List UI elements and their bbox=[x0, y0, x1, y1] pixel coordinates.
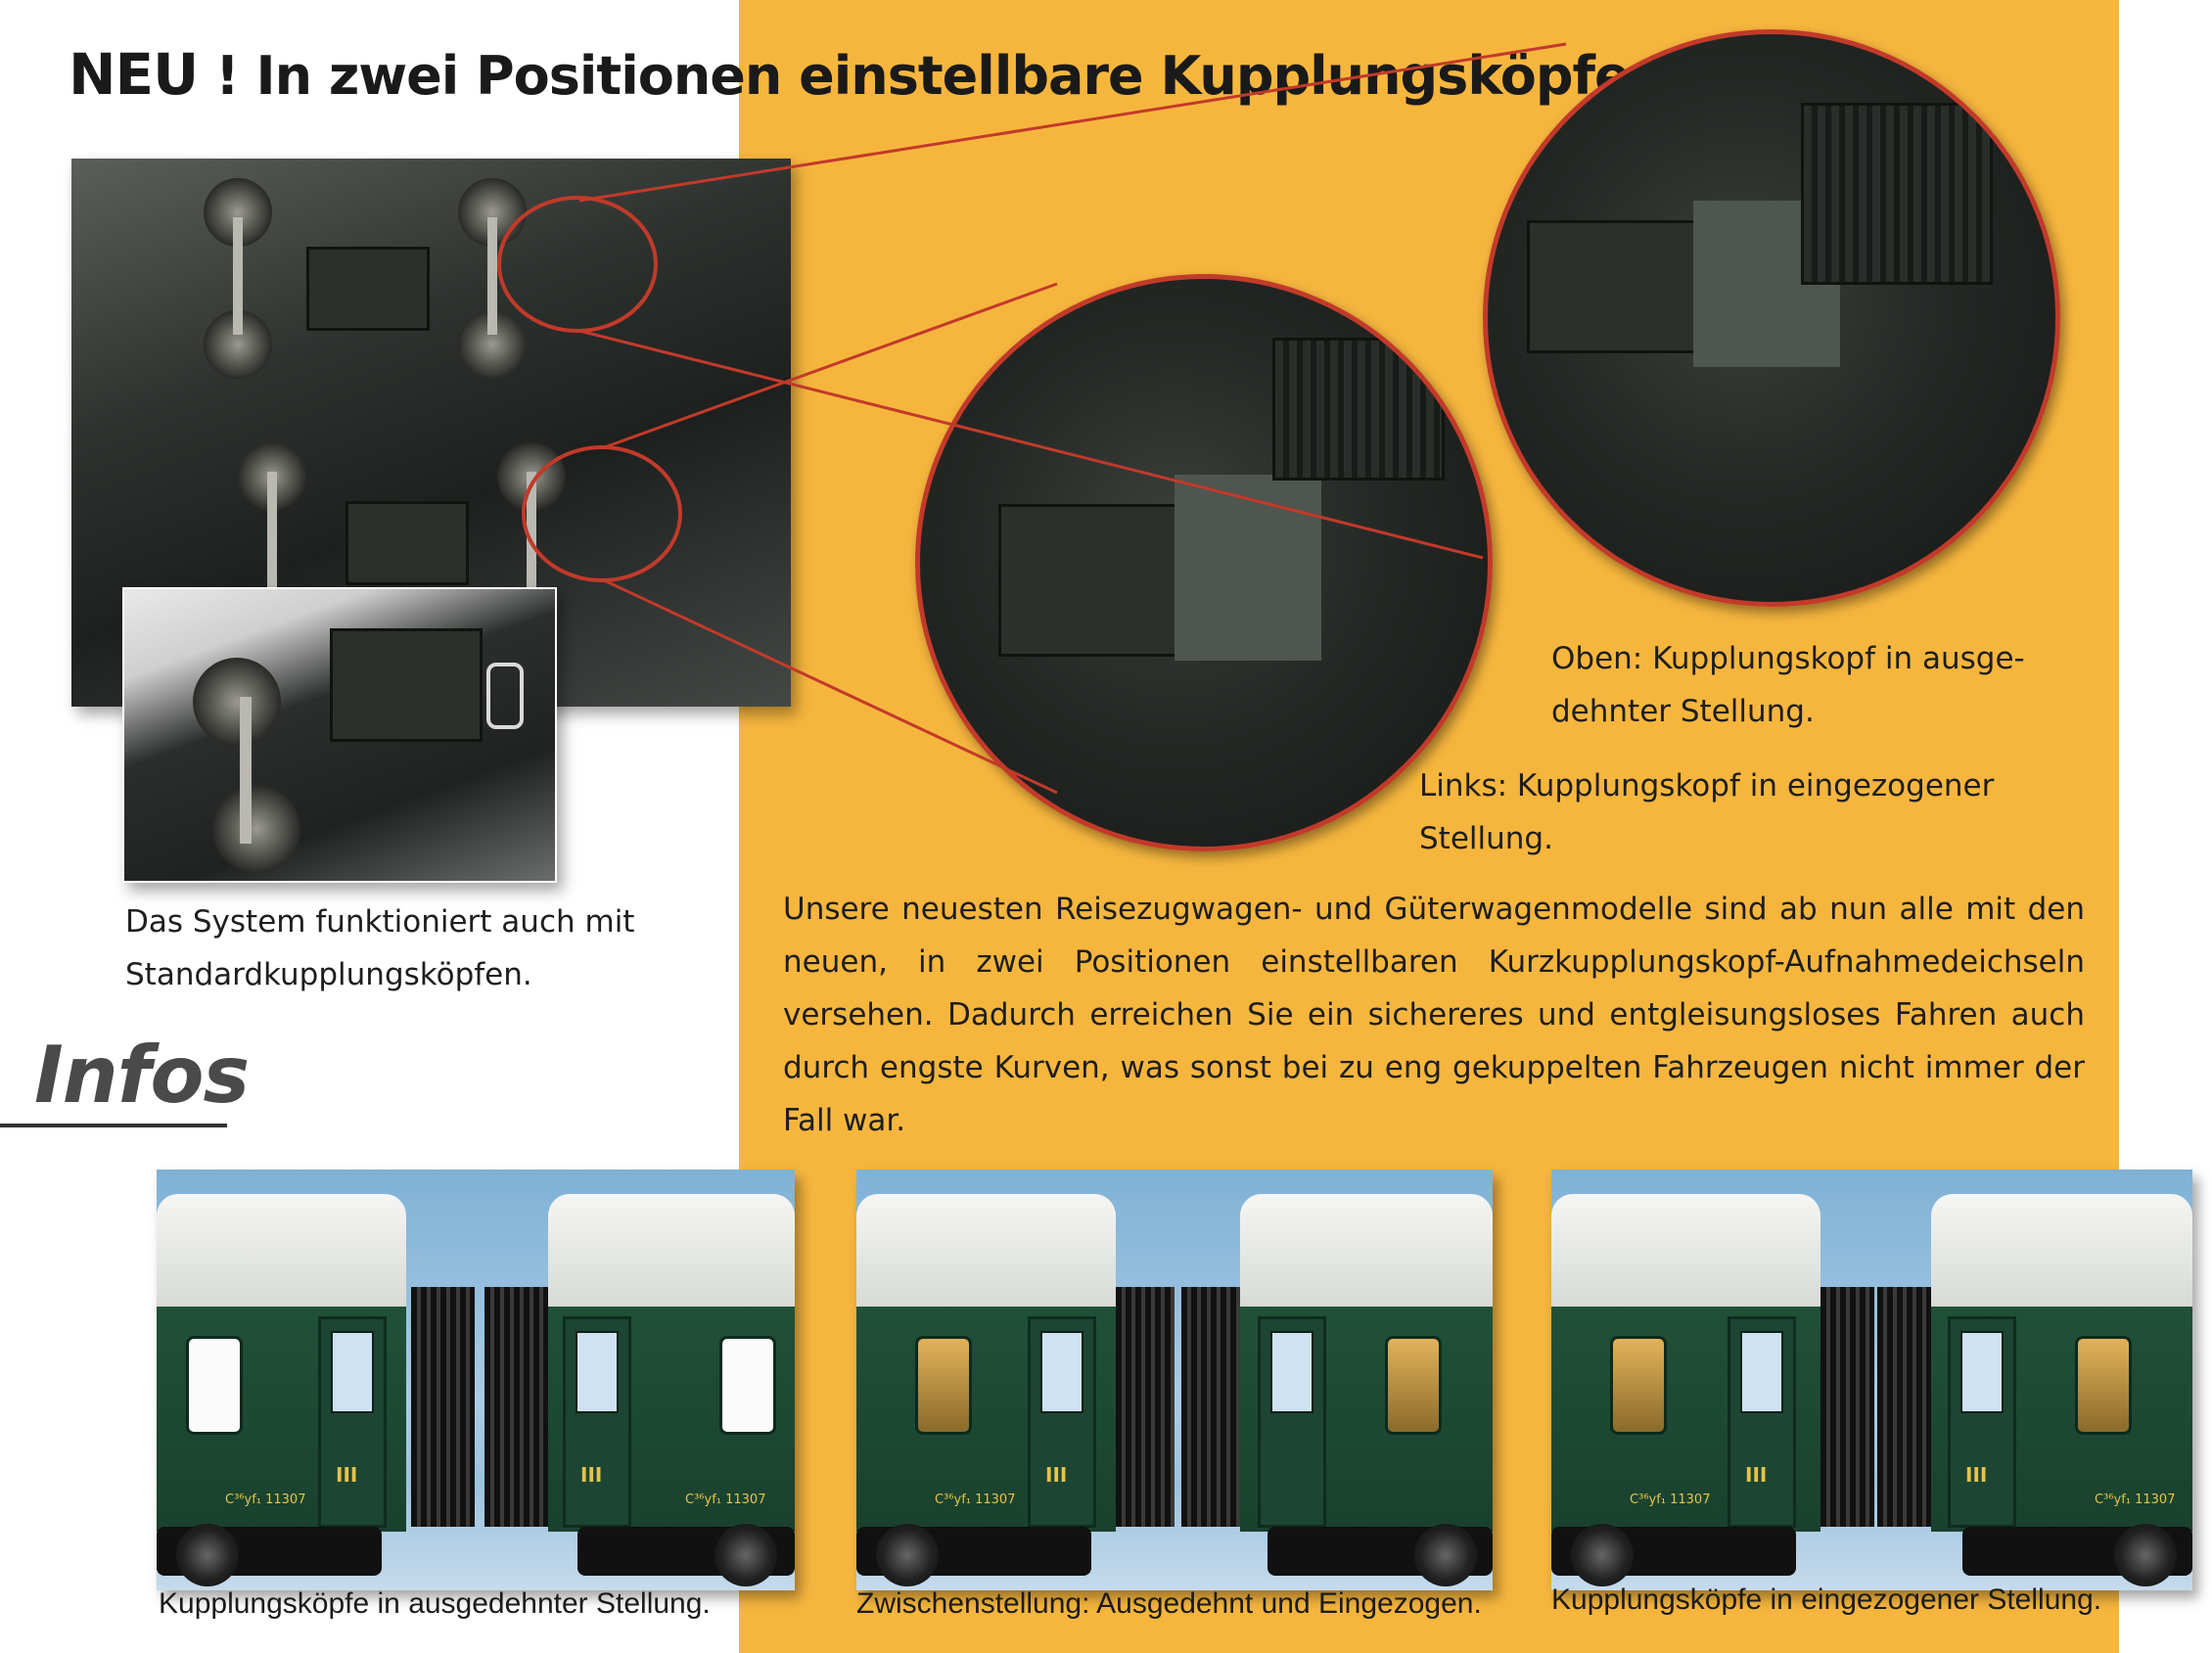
wheel bbox=[212, 785, 300, 873]
coach-wheel bbox=[1571, 1524, 1634, 1586]
coach-marking: C³⁶yf₁ 11307 bbox=[1630, 1492, 1711, 1507]
caption-line: Standardkupplungsköpfen. bbox=[125, 957, 532, 992]
caption-line: Oben: Kupplungskopf in ausge- bbox=[1551, 641, 2025, 676]
axle bbox=[233, 217, 243, 335]
coach-caption-retracted: Kupplungsköpfe in eingezogener Stellung. bbox=[1551, 1584, 2102, 1616]
coach-door bbox=[1028, 1316, 1096, 1528]
coach-wheel bbox=[1414, 1524, 1477, 1586]
coach-door bbox=[318, 1316, 387, 1528]
class-numeral: III bbox=[1965, 1463, 1988, 1487]
coach-window bbox=[915, 1336, 972, 1435]
coach-caption-extended: Kupplungsköpfe in ausgedehnter Stellung. bbox=[159, 1587, 711, 1620]
coach-roof bbox=[1240, 1194, 1493, 1311]
coach-marking: C³⁶yf₁ 11307 bbox=[2095, 1492, 2176, 1507]
coach-roof bbox=[548, 1194, 795, 1311]
coach-door bbox=[1728, 1316, 1796, 1528]
coach-window bbox=[1385, 1336, 1442, 1435]
coach-roof bbox=[1551, 1194, 1820, 1311]
coach-bellows bbox=[411, 1287, 475, 1527]
coach-bellows bbox=[1877, 1287, 1931, 1527]
coach-roof bbox=[157, 1194, 406, 1311]
coach-wheel bbox=[2114, 1524, 2177, 1586]
extended-coupler-closeup bbox=[1483, 29, 2060, 607]
coach-roof bbox=[1931, 1194, 2192, 1311]
coach-bellows bbox=[1116, 1287, 1175, 1527]
caption-line: Stellung. bbox=[1419, 821, 1553, 856]
coach-window bbox=[1610, 1336, 1667, 1435]
coach-caption-intermediate: Zwischenstellung: Ausgedehnt und Eingezo… bbox=[856, 1587, 1482, 1620]
headline: NEU ! In zwei Positionen einstellbare Ku… bbox=[69, 41, 1635, 108]
headline-neu: NEU bbox=[69, 41, 199, 108]
standard-coupler-photo bbox=[122, 587, 557, 883]
door-window bbox=[1040, 1331, 1083, 1413]
infos-heading: Infos bbox=[34, 1030, 250, 1121]
caption-extended: Oben: Kupplungskopf in ausge- dehnter St… bbox=[1551, 632, 2025, 738]
coach-wheel bbox=[876, 1524, 939, 1586]
coach-window bbox=[2075, 1336, 2132, 1435]
underframe-block bbox=[346, 501, 469, 585]
body-paragraph: Unsere neuesten Reisezugwagen- und Güter… bbox=[783, 892, 2085, 1138]
coach-bellows bbox=[1181, 1287, 1240, 1527]
caption-line: dehnter Stellung. bbox=[1551, 694, 1815, 729]
coach-door bbox=[1948, 1316, 2016, 1528]
door-window bbox=[1960, 1331, 2004, 1413]
coupler-hook bbox=[486, 663, 524, 729]
class-numeral: III bbox=[1045, 1463, 1068, 1487]
axle bbox=[487, 217, 497, 335]
coach-window bbox=[719, 1336, 776, 1435]
coach-bellows bbox=[484, 1287, 548, 1527]
coach-marking: C³⁶yf₁ 11307 bbox=[225, 1492, 306, 1507]
buffer-housing bbox=[1801, 103, 1993, 285]
door-window bbox=[1740, 1331, 1783, 1413]
door-window bbox=[331, 1331, 374, 1413]
coach-photo-intermediate: III C³⁶yf₁ 11307 bbox=[856, 1170, 1493, 1590]
coach-roof bbox=[856, 1194, 1116, 1311]
class-numeral: III bbox=[580, 1463, 603, 1487]
coach-door bbox=[1258, 1316, 1326, 1528]
class-numeral: III bbox=[1745, 1463, 1768, 1487]
coach-door bbox=[563, 1316, 631, 1528]
coach-marking: C³⁶yf₁ 11307 bbox=[935, 1492, 1016, 1507]
coach-photo-retracted: III C³⁶yf₁ 11307 III C³⁶yf₁ 11307 bbox=[1551, 1170, 2192, 1590]
axle bbox=[240, 697, 252, 844]
coach-wheel bbox=[176, 1524, 239, 1586]
coupler-block bbox=[330, 628, 483, 742]
retracted-coupler-closeup bbox=[915, 274, 1493, 851]
axle bbox=[267, 472, 277, 589]
class-numeral: III bbox=[336, 1463, 358, 1487]
infos-underline bbox=[0, 1124, 227, 1127]
underframe-block bbox=[306, 247, 430, 331]
caption-retracted: Links: Kupplungskopf in eingezogener Ste… bbox=[1419, 759, 1994, 865]
wheel bbox=[193, 658, 281, 746]
caption-standard-system: Das System funktioniert auch mit Standar… bbox=[125, 895, 634, 1001]
caption-line: Links: Kupplungskopf in eingezogener bbox=[1419, 768, 1995, 804]
coupler-head bbox=[1527, 220, 1709, 353]
coach-marking: C³⁶yf₁ 11307 bbox=[685, 1492, 766, 1507]
coach-bellows bbox=[1820, 1287, 1874, 1527]
door-window bbox=[1270, 1331, 1313, 1413]
coach-wheel bbox=[714, 1524, 777, 1586]
axle bbox=[527, 472, 536, 589]
door-window bbox=[576, 1331, 619, 1413]
coupler-drawbar bbox=[1175, 475, 1321, 661]
coach-photo-extended: III C³⁶yf₁ 11307 III C³⁶yf₁ 11307 bbox=[157, 1170, 795, 1590]
caption-line: Das System funktioniert auch mit bbox=[125, 904, 635, 940]
buffer-housing bbox=[1272, 338, 1445, 481]
headline-text: ! In zwei Positionen einstellbare Kupplu… bbox=[215, 45, 1631, 107]
coach-window bbox=[186, 1336, 243, 1435]
